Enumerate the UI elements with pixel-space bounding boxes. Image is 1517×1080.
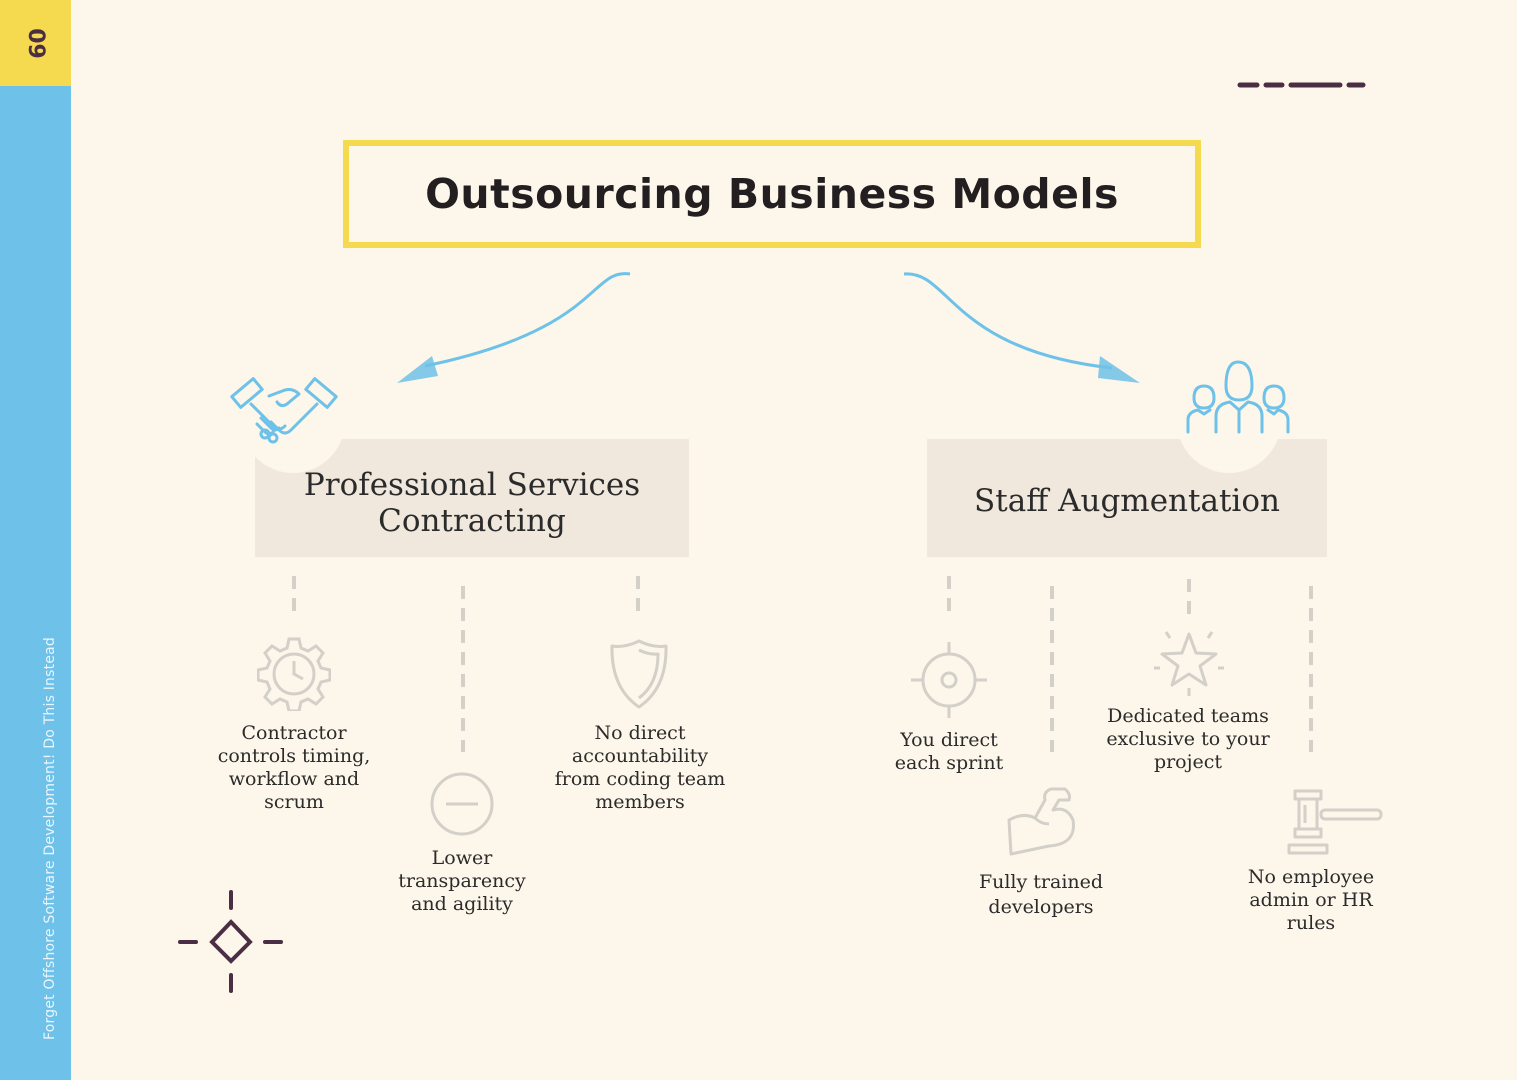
title-box: Outsourcing Business Models	[343, 140, 1201, 248]
feature-label-line: from coding team	[554, 768, 726, 790]
minus-circle-icon	[430, 772, 494, 836]
feature-label: No direct accountability from coding tea…	[540, 722, 740, 814]
muscle-arm-icon	[1007, 787, 1075, 856]
feature-label-line: project	[1153, 751, 1223, 773]
feature-label-line: You direct	[900, 729, 998, 751]
feature-label-line: scrum	[264, 791, 324, 813]
gavel-icon	[1287, 789, 1383, 855]
feature-label-line: Contractor	[241, 722, 347, 744]
target-icon	[911, 642, 987, 718]
feature-label-line: controls timing,	[217, 745, 371, 767]
feature-label: Contractor controls timing, workflow and…	[194, 722, 394, 814]
model-box-staff-augmentation: Staff Augmentation	[927, 369, 1327, 557]
feature-label: You direct each sprint	[864, 729, 1034, 775]
feature-label-line: transparency	[398, 870, 526, 892]
feature-label-line: members	[595, 791, 685, 813]
feature-label-line: each sprint	[894, 752, 1004, 774]
model-box-professional-services: Professional Services Contracting	[241, 369, 689, 557]
star-icon	[1154, 631, 1224, 696]
feature-label-line: developers	[988, 896, 1094, 918]
crosshair-decoration	[178, 890, 283, 993]
gear-clock-icon	[257, 637, 331, 711]
arrow-right	[903, 272, 1113, 370]
feature-label-line: rules	[1286, 912, 1336, 934]
feature-label-line: Lower	[431, 847, 493, 869]
arrowhead-left	[397, 356, 438, 383]
feature-label: No employee admin or HR rules	[1231, 866, 1391, 935]
feature-label-line: and agility	[411, 893, 513, 915]
feature-label-line: exclusive to your	[1106, 728, 1270, 750]
feature-label: Dedicated teams exclusive to your projec…	[1088, 705, 1288, 774]
feature-label-line: admin or HR	[1249, 889, 1373, 911]
team-icon	[1186, 360, 1290, 434]
handshake-icon	[230, 377, 338, 444]
feature-label-line: No direct	[594, 722, 686, 744]
model-label: Professional Services Contracting	[304, 467, 640, 539]
model-label-line: Professional Services	[303, 467, 641, 503]
diagram-title: Outsourcing Business Models	[425, 170, 1119, 218]
feature-label-line: accountability	[571, 745, 709, 767]
feature-label-line: Fully trained	[978, 871, 1104, 893]
arrowhead-right	[1098, 356, 1140, 383]
model-label: Staff Augmentation	[974, 483, 1280, 519]
feature-label-line: workflow and	[228, 768, 360, 790]
arrow-left	[424, 272, 631, 368]
feature-label-line: Dedicated teams	[1107, 705, 1269, 727]
feature-label: Fully trained developers	[951, 870, 1131, 920]
shield-icon	[610, 639, 668, 709]
sidebar	[0, 0, 71, 1080]
page-number-tab: 09	[0, 0, 71, 86]
box-notch	[1177, 369, 1281, 473]
feature-label-line: No employee	[1247, 866, 1375, 888]
feature-label: Lower transparency and agility	[372, 847, 552, 916]
connectors	[292, 576, 1313, 752]
model-label-line: Contracting	[378, 503, 566, 539]
